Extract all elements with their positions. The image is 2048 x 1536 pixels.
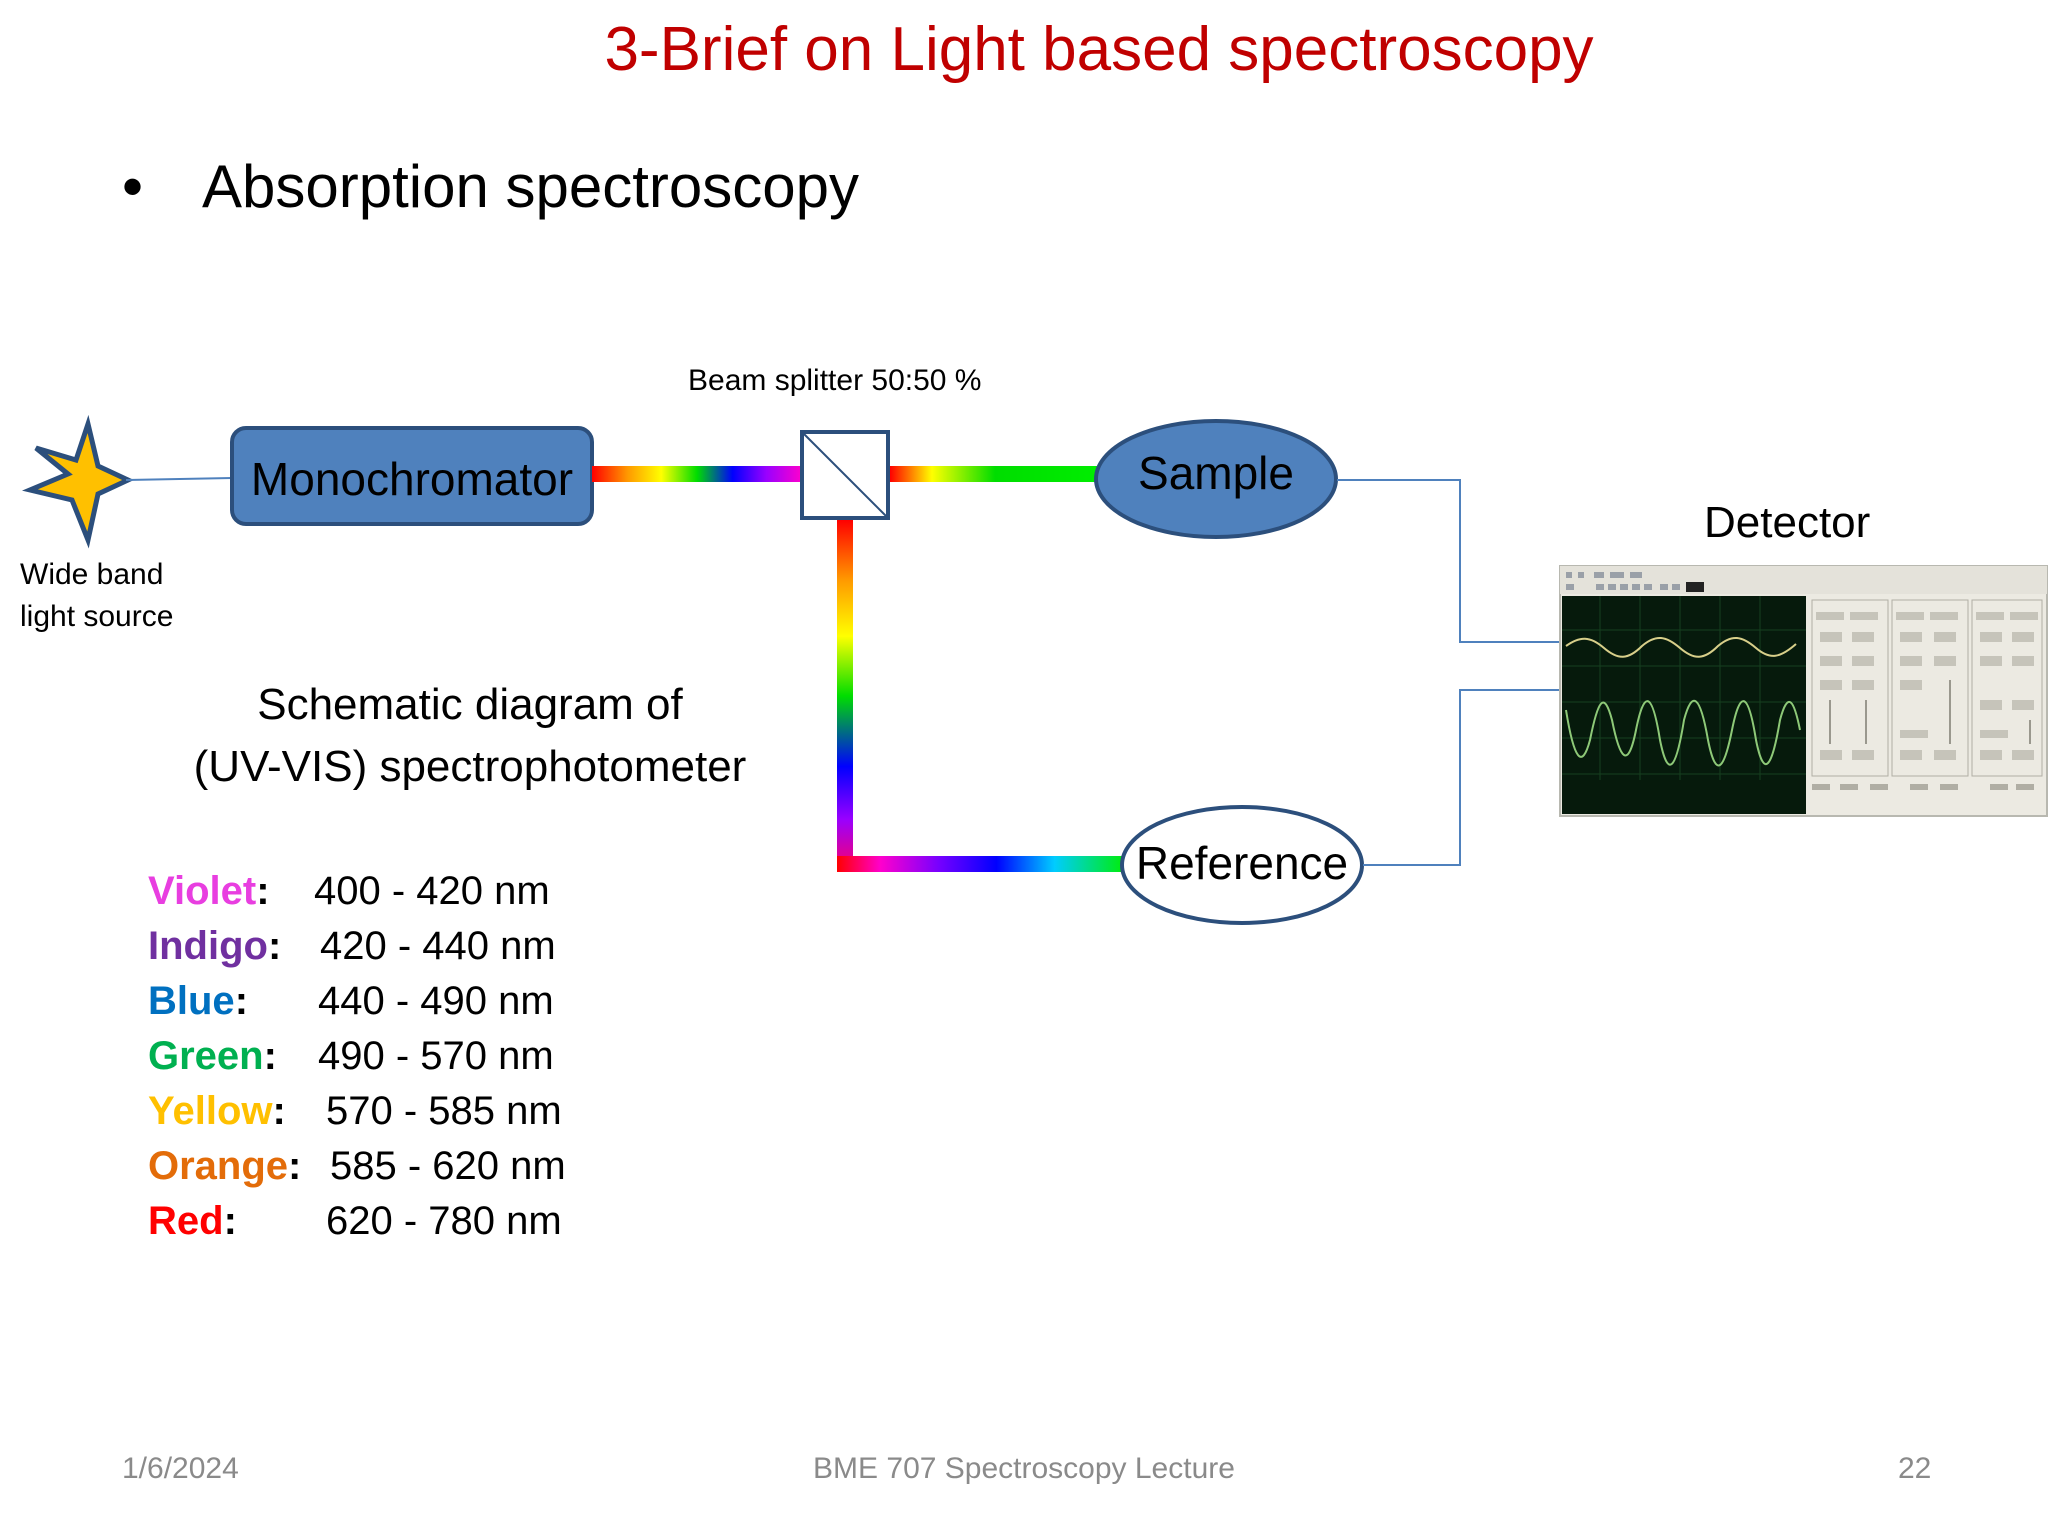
range-colon: : bbox=[256, 869, 270, 913]
diagram-caption-line1: Schematic diagram of bbox=[257, 680, 683, 729]
beam-to-reference bbox=[837, 856, 1127, 872]
beam-splitter-diagonal bbox=[801, 431, 889, 519]
page-number: 22 bbox=[1898, 1452, 1932, 1485]
diagram-caption: Schematic diagram of (UV-VIS) spectropho… bbox=[150, 674, 790, 798]
range-colon: : bbox=[288, 1144, 302, 1188]
light-source-label-line2: light source bbox=[20, 600, 174, 633]
range-name: Violet bbox=[148, 869, 257, 913]
range-value: 400 - 420 nm bbox=[314, 869, 550, 913]
beam-splitter-label: Beam splitter 50:50 % bbox=[688, 364, 982, 397]
slide-title: 3-Brief on Light based spectroscopy bbox=[604, 15, 1594, 84]
beam-to-splitter bbox=[592, 466, 802, 482]
range-colon: : bbox=[263, 1034, 277, 1078]
range-row-violet: Violet: 400 - 420 nm bbox=[148, 864, 550, 919]
reference-to-detector-connector bbox=[1363, 689, 1560, 866]
diagram-caption-line2: (UV-VIS) spectrophotometer bbox=[193, 742, 747, 791]
source-connector bbox=[125, 477, 233, 481]
range-colon: : bbox=[267, 924, 282, 968]
range-colon: : bbox=[223, 1199, 237, 1243]
light-source-label-line1: Wide band bbox=[20, 558, 164, 591]
range-name: Red bbox=[148, 1199, 224, 1243]
footer-title: BME 707 Spectroscopy Lecture bbox=[813, 1452, 1235, 1485]
range-row-red: Red: 620 - 780 nm bbox=[148, 1194, 562, 1249]
beam-to-sample bbox=[890, 466, 1100, 482]
range-value: 620 - 780 nm bbox=[326, 1199, 562, 1243]
detector-label: Detector bbox=[1704, 498, 1871, 547]
range-row-orange: Orange: 585 - 620 nm bbox=[148, 1139, 566, 1194]
reference-ellipse bbox=[1120, 805, 1364, 925]
beam-down bbox=[837, 520, 853, 872]
sample-ellipse bbox=[1094, 419, 1338, 539]
reference-label: Reference bbox=[1135, 837, 1349, 889]
range-row-yellow: Yellow: 570 - 585 nm bbox=[148, 1084, 562, 1139]
range-name: Orange bbox=[148, 1144, 289, 1188]
range-name: Yellow bbox=[148, 1089, 273, 1133]
range-value: 440 - 490 nm bbox=[318, 979, 554, 1023]
range-value: 570 - 585 nm bbox=[326, 1089, 562, 1133]
range-row-green: Green: 490 - 570 nm bbox=[148, 1029, 554, 1084]
range-row-blue: Blue: 440 - 490 nm bbox=[148, 974, 554, 1029]
range-value: 585 - 620 nm bbox=[330, 1144, 566, 1188]
range-name: Green bbox=[148, 1034, 264, 1078]
range-name: Blue bbox=[148, 979, 235, 1023]
range-colon: : bbox=[234, 979, 249, 1023]
range-name: Indigo bbox=[148, 924, 268, 968]
sample-label: Sample bbox=[1138, 447, 1294, 499]
footer-date: 1/6/2024 bbox=[122, 1452, 239, 1485]
light-source-label: Wide band light source bbox=[20, 554, 173, 638]
monochromator-label: Monochromator bbox=[250, 453, 574, 505]
light-source-star-icon bbox=[21, 414, 134, 549]
bullet-item: • Absorption spectroscopy bbox=[122, 152, 859, 221]
range-row-indigo: Indigo: 420 - 440 nm bbox=[148, 919, 556, 974]
wavelength-range-list: Violet: 400 - 420 nm Indigo: 420 - 440 n… bbox=[148, 864, 566, 1249]
range-value: 490 - 570 nm bbox=[318, 1034, 554, 1078]
range-value: 420 - 440 nm bbox=[320, 924, 556, 968]
bullet-text: Absorption spectroscopy bbox=[202, 153, 860, 220]
bullet-dot: • bbox=[122, 153, 144, 220]
detector-screen bbox=[1559, 565, 2048, 817]
range-colon: : bbox=[272, 1089, 286, 1133]
sample-to-detector-connector bbox=[1337, 479, 1560, 643]
